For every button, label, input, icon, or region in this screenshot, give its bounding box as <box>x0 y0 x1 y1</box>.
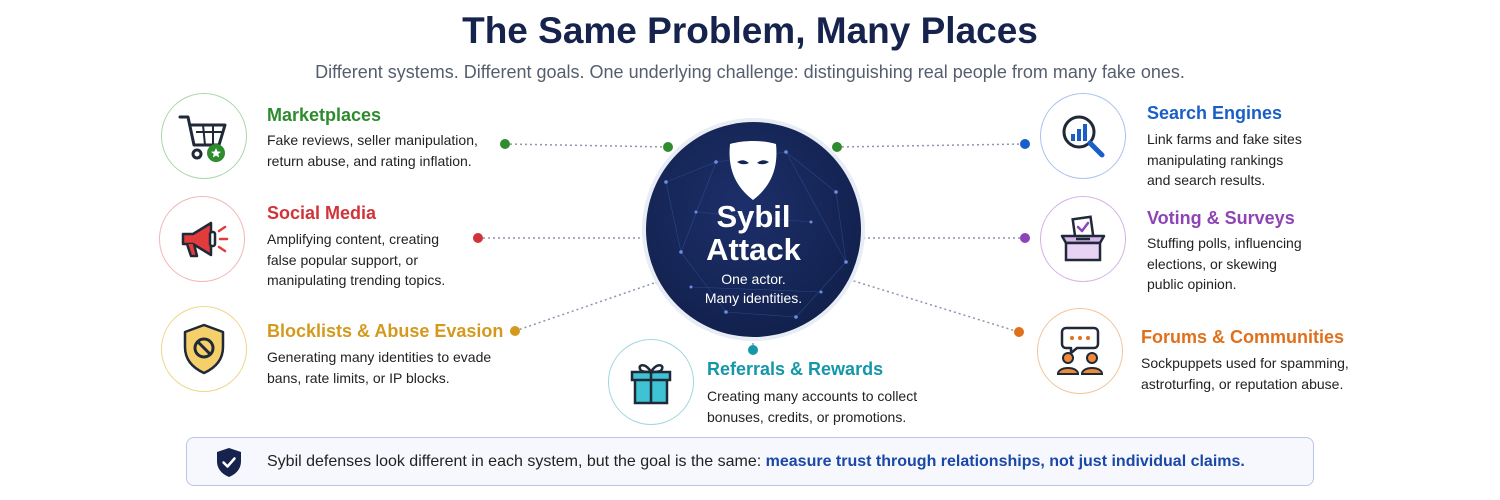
dot-search-center <box>832 142 842 152</box>
center-sub-line2: Many identities. <box>704 290 803 306</box>
forums-desc-line1: Sockpuppets used for spamming, <box>1141 355 1349 371</box>
connector-marketplaces <box>504 143 669 148</box>
forums-title: Forums & Communities <box>1141 327 1345 347</box>
social-icon-circle <box>159 196 245 282</box>
dot-marketplaces-center <box>663 142 673 152</box>
marketplaces-desc-line1: Fake reviews, seller manipulation, <box>267 132 478 148</box>
social-desc-line1: Amplifying content, creating <box>267 231 439 247</box>
voting-desc-line3: public opinion. <box>1147 276 1237 292</box>
network-background <box>664 150 848 319</box>
summary-banner: Sybil defenses look different in each sy… <box>186 437 1314 486</box>
banner-text: Sybil defenses look different in each sy… <box>267 453 1245 471</box>
dot-referrals <box>748 345 758 355</box>
forums-desc-line2: astroturfing, or reputation abuse. <box>1141 375 1344 392</box>
dot-forums <box>1014 327 1024 337</box>
voting-icon-circle <box>1040 196 1126 282</box>
shield-check-icon <box>217 448 241 477</box>
center-title-line1: Sybil <box>716 199 791 234</box>
blocklists-desc-line2: bans, rate limits, or IP blocks. <box>267 369 450 386</box>
social-desc-line2: false popular support, or <box>267 251 418 268</box>
connector-blocklists <box>514 280 661 332</box>
voting-title: Voting & Surveys <box>1147 208 1295 228</box>
referrals-desc-line1: Creating many accounts to collect <box>707 388 918 404</box>
social-desc: Amplifying content, creating false popul… <box>267 229 445 291</box>
search-icon-circle <box>1040 93 1126 179</box>
referrals-title: Referrals & Rewards <box>707 359 884 379</box>
blocklists-icon-circle <box>161 306 247 392</box>
referrals-icon-circle <box>608 339 694 425</box>
center-sub-line1: One actor. <box>721 271 786 287</box>
banner-text-main: Sybil defenses look different in each sy… <box>267 453 766 470</box>
banner-text-emphasis: measure trust through relationships, not… <box>765 453 1245 470</box>
sybil-attack-hub: Sybil Attack One actor. Many identities. <box>646 122 861 337</box>
social-desc-line3: manipulating trending topics. <box>267 272 446 288</box>
marketplaces-desc: Fake reviews, seller manipulation, retur… <box>267 130 478 171</box>
blocklists-title: Blocklists & Abuse Evasion <box>267 321 504 341</box>
dot-blocklists <box>510 326 520 336</box>
voting-desc: Stuffing polls, influencing elections, o… <box>1147 233 1302 295</box>
chat-people-icon <box>1056 326 1104 375</box>
connector-forums <box>843 277 1020 333</box>
dot-marketplaces <box>500 139 510 149</box>
search-title: Search Engines <box>1147 103 1283 123</box>
megaphone-icon <box>181 221 229 258</box>
center-subtitle: One actor. Many identities. <box>646 270 861 308</box>
marketplaces-desc-line2: return abuse, and rating inflation. <box>267 152 472 169</box>
shield-ban-icon <box>183 323 225 375</box>
mask-icon <box>729 141 777 200</box>
ballot-box-icon <box>1060 215 1106 262</box>
center-title-line2: Attack <box>706 232 801 267</box>
voting-desc-line1: Stuffing polls, influencing <box>1147 235 1302 251</box>
center-title: Sybil Attack <box>646 200 861 266</box>
search-chart-icon <box>1062 115 1105 158</box>
blocklists-desc: Generating many identities to evade bans… <box>267 347 491 388</box>
page-title: The Same Problem, Many Places <box>462 10 1038 51</box>
dot-social <box>473 233 483 243</box>
search-desc-line1: Link farms and fake sites <box>1147 131 1302 147</box>
referrals-desc: Creating many accounts to collect bonuse… <box>707 386 917 427</box>
blocklists-desc-line1: Generating many identities to evade <box>267 349 492 365</box>
voting-desc-line2: elections, or skewing <box>1147 255 1277 272</box>
dot-voting <box>1020 233 1030 243</box>
forums-desc: Sockpuppets used for spamming, astroturf… <box>1141 353 1349 394</box>
search-desc: Link farms and fake sites manipulating r… <box>1147 129 1302 191</box>
gift-icon <box>630 364 672 405</box>
connector-search <box>836 143 1026 148</box>
marketplaces-title: Marketplaces <box>267 105 382 125</box>
page-subtitle: Different systems. Different goals. One … <box>315 62 1185 82</box>
search-desc-line3: and search results. <box>1147 172 1266 188</box>
forums-icon-circle <box>1037 308 1123 394</box>
social-title: Social Media <box>267 203 377 223</box>
marketplaces-icon-circle <box>161 93 247 179</box>
search-desc-line2: manipulating rankings <box>1147 151 1284 168</box>
shopping-cart-icon <box>178 115 227 162</box>
dot-search <box>1020 139 1030 149</box>
referrals-desc-line2: bonuses, credits, or promotions. <box>707 408 907 425</box>
